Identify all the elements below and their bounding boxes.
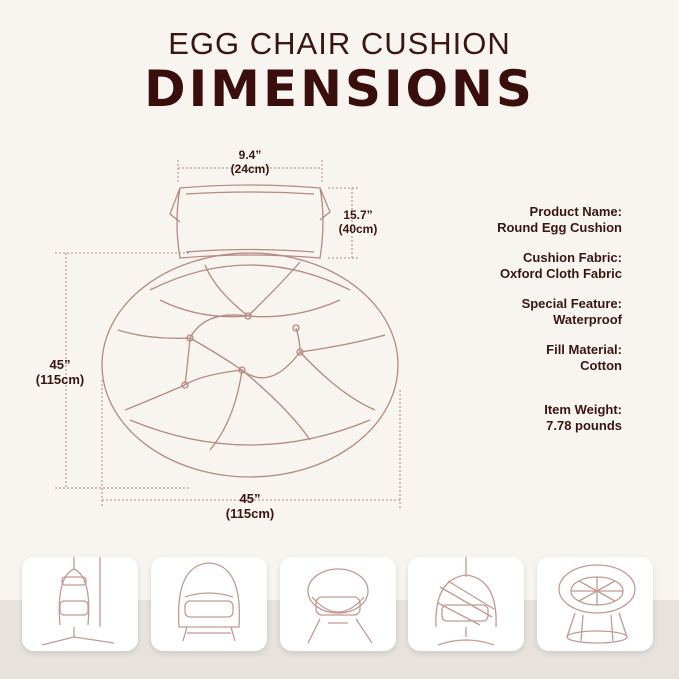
pillow-height-label: 15.7” (40cm) xyxy=(330,208,386,236)
spec-label: Product Name: xyxy=(529,204,622,219)
spec-fill-material: Fill Material: Cotton xyxy=(440,342,622,374)
spec-value: Oxford Cloth Fabric xyxy=(499,266,622,281)
spec-value: Cotton xyxy=(580,358,622,373)
thumbnail-double-egg-chair[interactable] xyxy=(151,557,267,651)
spec-value: 7.78 pounds xyxy=(546,418,622,433)
hanging-double-chair-icon xyxy=(435,557,497,646)
pillow-width-label: 9.4” (24cm) xyxy=(218,148,282,176)
thumbnail-hanging-egg-chair[interactable] xyxy=(22,557,138,651)
spec-value: Round Egg Cushion xyxy=(497,220,622,235)
pillow-height-cm: (40cm) xyxy=(338,222,378,236)
pillow-width-cm: (24cm) xyxy=(230,162,270,176)
page-subtitle: EGG CHAIR CUSHION xyxy=(168,26,511,61)
cushion-height-in: 45” xyxy=(49,357,71,372)
papasan-chair-icon xyxy=(558,564,636,644)
pillow-height-in: 15.7” xyxy=(343,208,373,222)
spec-cushion-fabric: Cushion Fabric: Oxford Cloth Fabric xyxy=(440,250,622,282)
thumbnail-hanging-double-chair[interactable] xyxy=(408,557,524,651)
spec-list: Product Name: Round Egg Cushion Cushion … xyxy=(440,204,622,448)
cushion-width-cm: (115cm) xyxy=(225,506,275,521)
spec-label: Cushion Fabric: xyxy=(523,250,622,265)
spec-item-weight: Item Weight: 7.78 pounds xyxy=(440,402,622,434)
spec-label: Item Weight: xyxy=(544,402,622,417)
thumbnail-papasan-chair[interactable] xyxy=(537,557,653,651)
spec-product-name: Product Name: Round Egg Cushion xyxy=(440,204,622,236)
hanging-egg-chair-icon xyxy=(41,557,115,646)
page-title: DIMENSIONS xyxy=(144,60,535,118)
double-egg-chair-icon xyxy=(177,562,241,642)
pillow-width-in: 9.4” xyxy=(238,148,262,162)
cushion-height-cm: (115cm) xyxy=(35,372,85,387)
cushion-height-label: 45” (115cm) xyxy=(30,357,90,387)
cushion-width-label: 45” (115cm) xyxy=(220,491,280,521)
spec-label: Fill Material: xyxy=(546,342,622,357)
egg-chair-cushion-icon xyxy=(307,568,373,644)
spec-value: Waterproof xyxy=(553,312,622,327)
thumbnail-egg-chair-cushion[interactable] xyxy=(280,557,396,651)
spec-label: Special Feature: xyxy=(521,296,622,311)
cushion-width-in: 45” xyxy=(239,491,261,506)
spec-special-feature: Special Feature: Waterproof xyxy=(440,296,622,328)
